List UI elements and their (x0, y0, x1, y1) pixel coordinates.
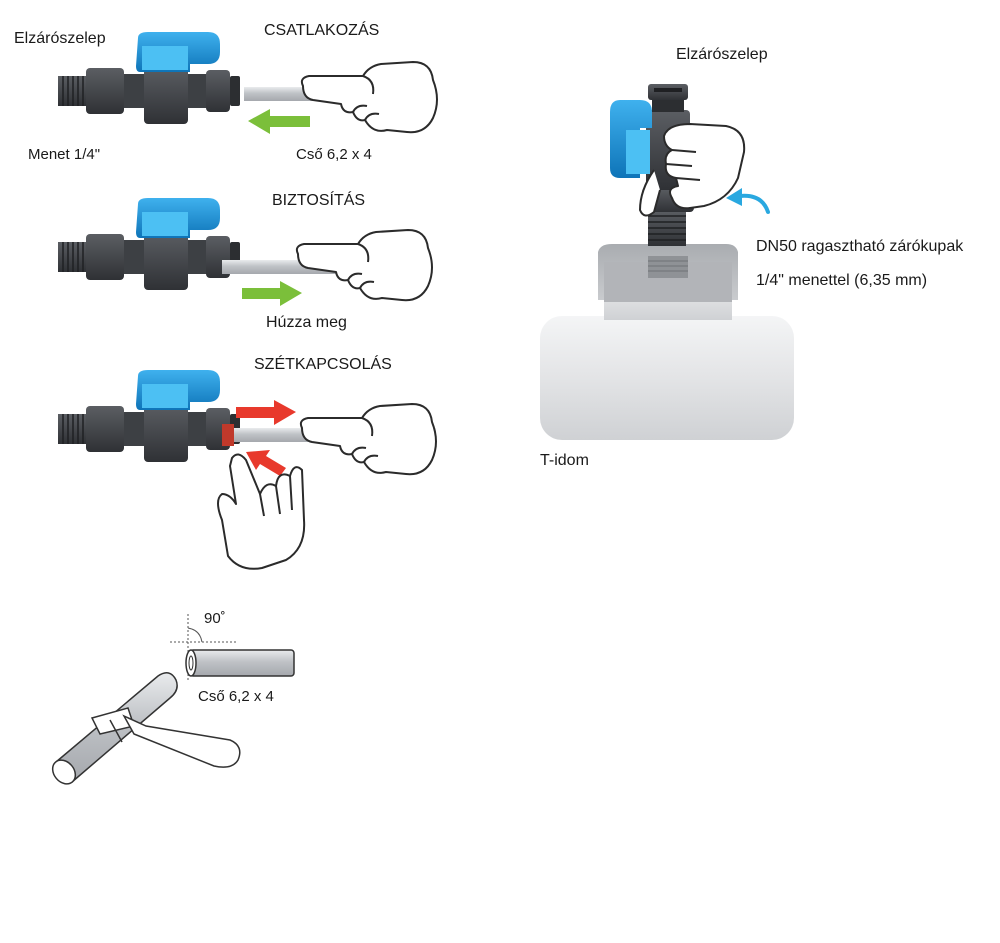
tee-assembly (540, 84, 794, 440)
panel1-thread-label: Menet 1/4" (28, 146, 101, 163)
cap-label-line2: 1/4" menettel (6,35 mm) (756, 272, 928, 289)
panel2-pull-label: Húzza meg (266, 314, 347, 331)
panel3-disconnect (57, 369, 437, 570)
panel3-title: SZÉTKAPCSOLÁS (254, 356, 392, 373)
panel4-angle-label: 90˚ (204, 610, 226, 627)
hand-1-icon (300, 61, 438, 134)
hand-2-icon (295, 229, 433, 302)
panel2-secure (57, 197, 433, 306)
tube-cutter-icon (90, 707, 241, 768)
valve-2 (57, 197, 241, 291)
arrow-curved-cyan-icon (726, 188, 770, 214)
arrow-left-green-icon (248, 109, 310, 134)
tee-label: T-idom (540, 452, 589, 469)
panel1-valve-label: Elzárószelep (14, 30, 106, 47)
pressing-hand-icon (217, 453, 306, 570)
release-collar (222, 424, 234, 446)
arrow-right-red-icon (236, 400, 296, 425)
arrow-right-green-icon (242, 281, 302, 306)
panel1-title: CSATLAKOZÁS (264, 22, 380, 39)
gripping-hand-icon (638, 123, 746, 217)
cap-label-line1: DN50 ragasztható zárókupak (756, 238, 964, 255)
cut-tube (185, 649, 295, 677)
panel4-tube-label: Cső 6,2 x 4 (198, 688, 274, 705)
hand-3-icon (299, 403, 437, 476)
panel2-title: BIZTOSÍTÁS (272, 192, 366, 209)
panel1-tube-label: Cső 6,2 x 4 (296, 146, 372, 163)
arrow-diagonal-red-icon (246, 450, 286, 476)
valve-3 (57, 369, 241, 463)
right-valve-label: Elzárószelep (676, 46, 768, 63)
panel4-cutting (51, 614, 295, 785)
panel1-connect (57, 31, 438, 134)
end-cap (598, 244, 738, 302)
right-angle-indicator (170, 614, 236, 680)
